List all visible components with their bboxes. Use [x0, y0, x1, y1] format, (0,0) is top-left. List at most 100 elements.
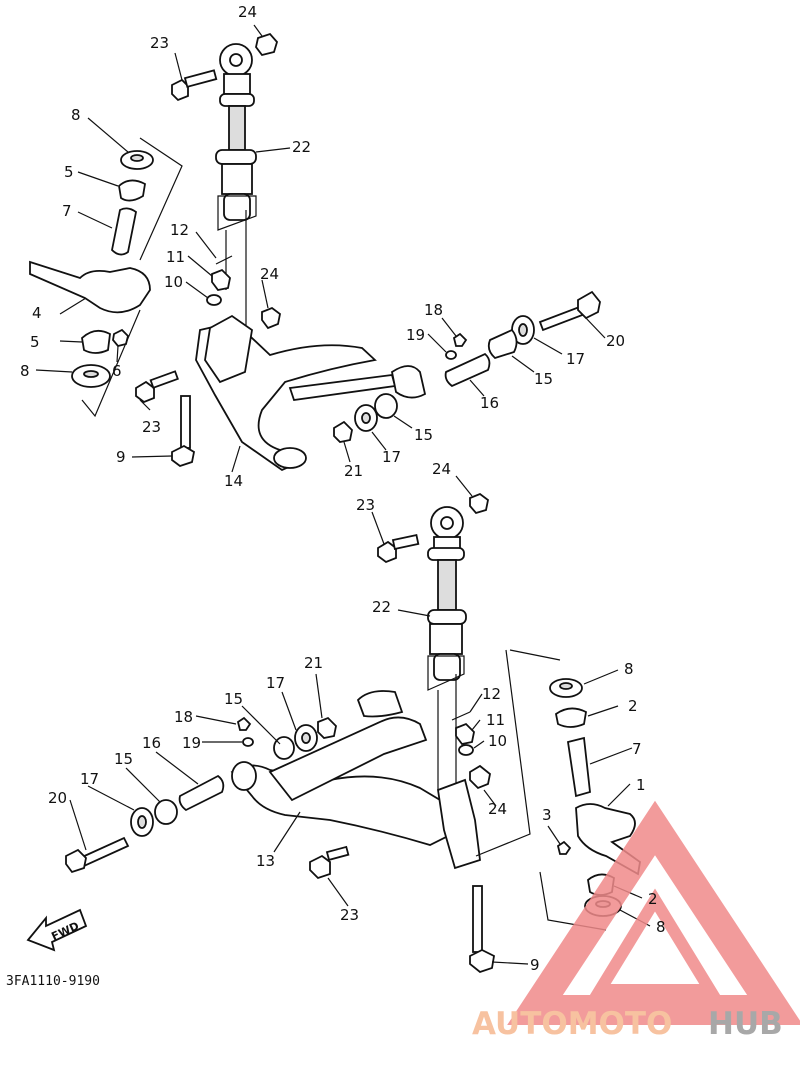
callout-18: 18: [174, 708, 193, 726]
diagram-code: 3FA1110-9190: [6, 974, 100, 989]
washer-19-top: [445, 350, 457, 360]
nut-3: [556, 840, 572, 855]
callout-23: 23: [356, 496, 375, 514]
callout-11: 11: [486, 711, 505, 729]
callout-23: 23: [150, 34, 169, 52]
watermark-logo: AUTOMOTO HUB: [472, 800, 800, 1042]
callout-13: 13: [256, 852, 275, 870]
bolt-20-bottom: [78, 836, 130, 868]
callout-22: 22: [372, 598, 391, 616]
callout-17: 17: [266, 674, 285, 692]
bottom-assembly: [65, 492, 641, 974]
top-leader-lines: [35, 24, 606, 473]
callout-16: 16: [480, 394, 499, 412]
callout-17: 17: [566, 350, 585, 368]
callout-17: 17: [382, 448, 401, 466]
bushing-5-top: [118, 179, 146, 202]
callout-10: 10: [488, 732, 507, 750]
callout-3: 3: [542, 806, 552, 824]
bolt-23-top-lower: [135, 370, 179, 404]
callout-24: 24: [238, 3, 257, 21]
bushing-15-top-a: [487, 328, 518, 360]
callout-17: 17: [80, 770, 99, 788]
bottom-callouts: 24 23 22 21 8 17 15 2 18 19 12 11 10 7 1…: [48, 460, 666, 974]
callout-2: 2: [648, 890, 658, 908]
nut-24-top-2: [261, 306, 281, 330]
cotter-pin-12-top: [215, 255, 233, 265]
callout-20: 20: [606, 332, 625, 350]
collar-16-top: [444, 352, 491, 388]
nut-24-bottom-2: [469, 764, 491, 790]
upper-arm-14: [195, 314, 427, 472]
callout-24: 24: [432, 460, 451, 478]
callout-9: 9: [116, 448, 126, 466]
callout-15: 15: [534, 370, 553, 388]
callout-7: 7: [632, 740, 642, 758]
callout-1: 1: [636, 776, 646, 794]
callout-12: 12: [170, 221, 189, 239]
washer-19-bottom: [242, 737, 254, 747]
nut-24-bottom: [469, 492, 489, 515]
callout-24: 24: [488, 800, 507, 818]
top-assembly: [29, 32, 601, 472]
callout-15: 15: [114, 750, 133, 768]
callout-5: 5: [64, 163, 74, 181]
callout-7: 7: [62, 202, 72, 220]
shock-absorber-top: [215, 43, 257, 325]
collar-7-bottom: [566, 736, 591, 798]
collar-16-bottom: [178, 774, 225, 812]
bolt-9-bottom: [469, 885, 495, 974]
callout-23: 23: [142, 418, 161, 436]
washer-10-bottom: [458, 744, 474, 756]
callout-22: 22: [292, 138, 311, 156]
callout-24: 24: [260, 265, 279, 283]
watermark-text-2: HUB: [708, 1006, 783, 1042]
callout-19: 19: [406, 326, 425, 344]
castle-nut-11-top: [211, 268, 231, 291]
washer-10-top: [206, 294, 222, 306]
nut-21-bottom: [317, 716, 337, 739]
knuckle-4: [29, 260, 151, 314]
callout-8: 8: [20, 362, 30, 380]
lower-arm-13: [230, 690, 481, 870]
bushing-2-a: [555, 707, 587, 728]
collar-7-top: [111, 207, 137, 256]
bushing-5-bottom: [81, 329, 111, 354]
callout-5: 5: [30, 333, 40, 351]
grease-fitting-18-top: [452, 332, 468, 347]
callout-9: 9: [530, 956, 540, 974]
group-bracket-top: [139, 137, 183, 261]
callout-8: 8: [624, 660, 634, 678]
callout-20: 20: [48, 789, 67, 807]
bolt-9-top: [171, 395, 196, 468]
fwd-arrow-icon: FWD: [26, 908, 88, 952]
callout-10: 10: [164, 273, 183, 291]
callout-15: 15: [414, 426, 433, 444]
callout-21: 21: [304, 654, 323, 672]
callout-8: 8: [71, 106, 81, 124]
callout-16: 16: [142, 734, 161, 752]
top-callouts: 24 23 22 8 5 7 12 11 10 24 4 5 6 8 18 19…: [20, 3, 625, 490]
callout-21: 21: [344, 462, 363, 480]
bolt-23-bottom-lower: [309, 845, 350, 880]
bushing-15-top-b: [374, 393, 398, 419]
callout-6: 6: [112, 362, 122, 380]
callout-19: 19: [182, 734, 201, 752]
callout-4: 4: [32, 304, 42, 322]
bolt-23-top: [171, 69, 218, 102]
callout-18: 18: [424, 301, 443, 319]
bolt-23-bottom: [377, 534, 420, 564]
callout-2: 2: [628, 697, 638, 715]
callout-23: 23: [340, 906, 359, 924]
callout-15: 15: [224, 690, 243, 708]
nut-24-top: [255, 32, 279, 57]
callout-11: 11: [166, 248, 185, 266]
callout-12: 12: [482, 685, 501, 703]
grease-fitting-18-bottom: [236, 716, 252, 731]
callout-8: 8: [656, 918, 666, 936]
shock-absorber-bottom: [427, 506, 467, 790]
cotter-pin-12-bottom: [451, 711, 471, 721]
bushing-15-bottom-a: [154, 799, 178, 825]
castle-nut-11-bottom: [455, 722, 475, 745]
